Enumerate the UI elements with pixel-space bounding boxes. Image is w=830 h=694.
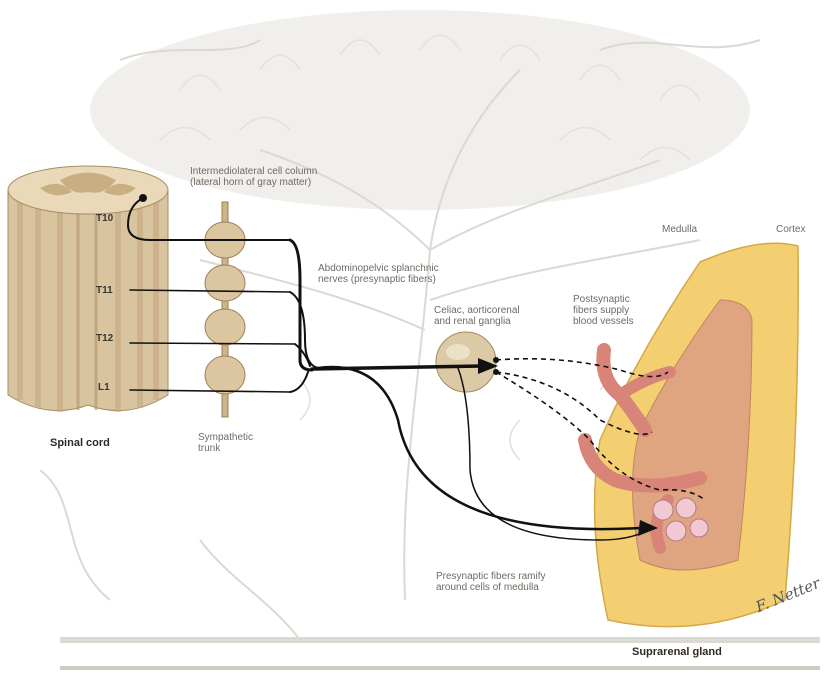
cortex-label: Cortex bbox=[776, 224, 806, 235]
presynaptic-nerve-fibers bbox=[126, 194, 649, 541]
t12-label: T12 bbox=[96, 333, 114, 344]
medulla-label: Medulla bbox=[662, 224, 698, 235]
spinal-cord-illustration bbox=[7, 165, 169, 412]
suprarenal-gland-label: Suprarenal gland bbox=[632, 646, 722, 658]
sympathetic-trunk-illustration bbox=[204, 201, 246, 418]
sympathetic-trunk-label: Sympathetic trunk bbox=[198, 432, 254, 454]
background-tree-artwork bbox=[39, 10, 820, 670]
postsynaptic-endpoints bbox=[493, 357, 499, 375]
t10-label: T10 bbox=[96, 213, 114, 224]
postsynaptic-fibers-label: Postsynaptic fibers supply blood vessels bbox=[573, 294, 634, 327]
celiac-ganglion-illustration bbox=[435, 331, 497, 393]
spinal-cord-label: Spinal cord bbox=[50, 437, 110, 449]
l1-label: L1 bbox=[98, 382, 110, 393]
postsynaptic-nerve-fibers bbox=[495, 357, 706, 501]
splanchnic-nerves-label: Abdominopelvic splanchnic nerves (presyn… bbox=[318, 263, 439, 285]
celiac-ganglia-label: Celiac, aorticorenal and renal ganglia bbox=[434, 305, 520, 327]
arrowheads bbox=[478, 358, 658, 536]
t11-label: T11 bbox=[96, 285, 113, 296]
intermediolateral-cell-column-label: Intermediolateral cell column (lateral h… bbox=[190, 166, 318, 188]
presynaptic-fibers-label: Presynaptic fibers ramify around cells o… bbox=[436, 571, 546, 593]
